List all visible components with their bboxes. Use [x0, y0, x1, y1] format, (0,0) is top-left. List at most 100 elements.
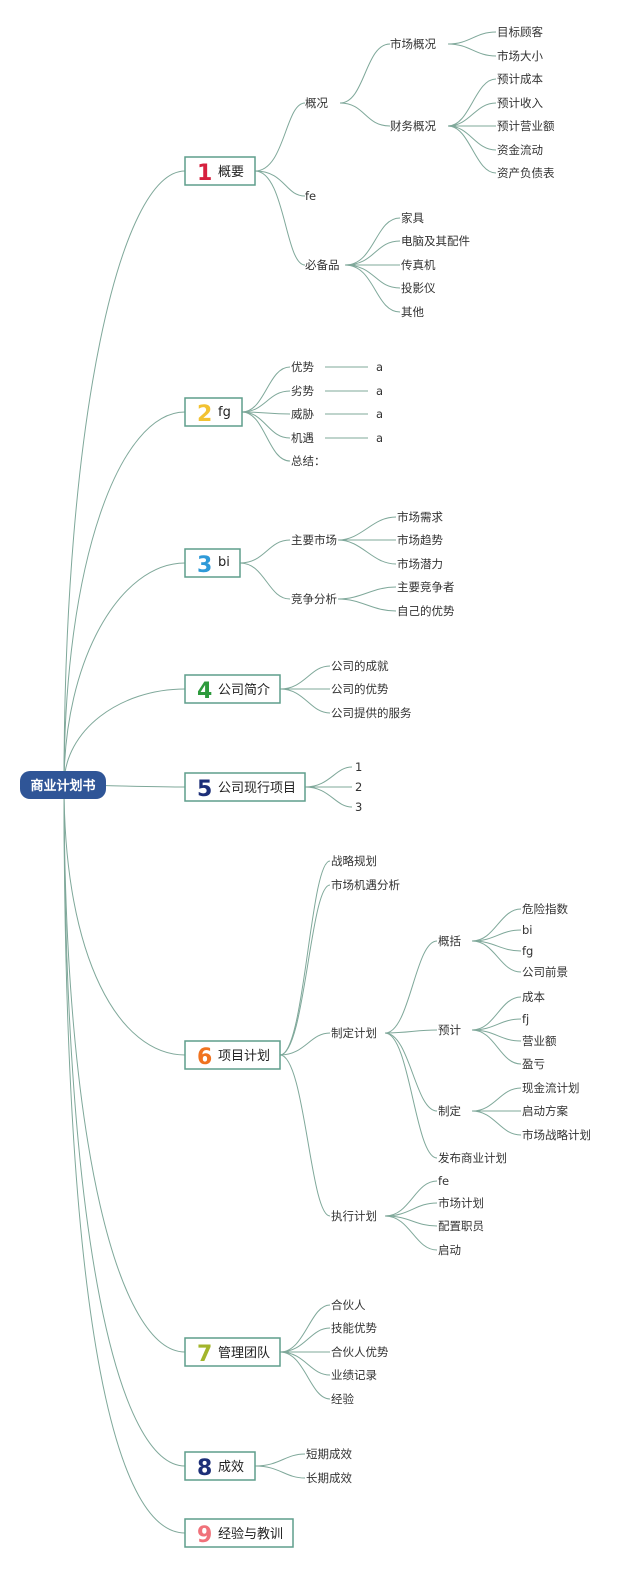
- branch-node-5[interactable]: 5 公司现行项目: [184, 772, 306, 802]
- leaf-track-record[interactable]: 业绩记录: [331, 1368, 377, 1382]
- leaf-estimated-turnover[interactable]: 预计营业额: [497, 119, 555, 133]
- branch-number-6: 6: [197, 1045, 212, 1070]
- node-summary[interactable]: 概括: [438, 934, 461, 948]
- leaf-long-term[interactable]: 长期成效: [306, 1471, 352, 1485]
- leaf-item-3[interactable]: 3: [355, 800, 362, 814]
- branch-node-6[interactable]: 6 项目计划: [184, 1040, 281, 1070]
- leaf-furniture[interactable]: 家具: [401, 211, 424, 225]
- leaf-fe[interactable]: fe: [438, 1174, 449, 1188]
- leaf-other[interactable]: 其他: [401, 305, 424, 319]
- leaf-bi[interactable]: bi: [522, 923, 533, 937]
- leaf-strategy[interactable]: 战略规划: [331, 854, 377, 868]
- leaf-value-a[interactable]: a: [376, 360, 383, 374]
- branch-number-4: 4: [197, 679, 212, 704]
- branch-node-7[interactable]: 7 管理团队: [184, 1337, 281, 1367]
- branch-node-2[interactable]: 2 fg: [184, 397, 243, 427]
- leaf-company-achievement[interactable]: 公司的成就: [331, 659, 389, 673]
- branch-node-4[interactable]: 4 公司简介: [184, 674, 281, 704]
- leaf-market-potential[interactable]: 市场潜力: [397, 557, 443, 571]
- branch-number-9: 9: [197, 1523, 212, 1548]
- leaf-fg[interactable]: fg: [522, 944, 533, 958]
- leaf-launch[interactable]: 启动: [438, 1243, 461, 1257]
- leaf-projector[interactable]: 投影仪: [401, 281, 436, 295]
- leaf-value-a[interactable]: a: [376, 407, 383, 421]
- leaf-company-prospect[interactable]: 公司前景: [522, 965, 568, 979]
- branch-label-2: fg: [218, 405, 231, 420]
- leaf-risk-index[interactable]: 危险指数: [522, 902, 568, 916]
- leaf-summary[interactable]: 总结：: [291, 454, 326, 468]
- leaf-item-1[interactable]: 1: [355, 760, 362, 774]
- leaf-target-customer[interactable]: 目标顾客: [497, 25, 543, 39]
- leaf-partner-advantage[interactable]: 合伙人优势: [331, 1345, 389, 1359]
- leaf-company-advantage[interactable]: 公司的优势: [331, 682, 389, 696]
- branch-node-9[interactable]: 9 经验与教训: [184, 1518, 294, 1548]
- leaf-company-services[interactable]: 公司提供的服务: [331, 706, 412, 720]
- node-finance-overview[interactable]: 财务概况: [390, 119, 436, 133]
- leaf-publish-plan[interactable]: 发布商业计划: [438, 1151, 507, 1165]
- leaf-estimated-cost[interactable]: 预计成本: [497, 72, 543, 86]
- leaf-market-demand[interactable]: 市场需求: [397, 510, 443, 524]
- branch-number-3: 3: [197, 553, 212, 578]
- branch-label-9: 经验与教训: [218, 1526, 283, 1542]
- leaf-value-a[interactable]: a: [376, 384, 383, 398]
- leaf-estimated-income[interactable]: 预计收入: [497, 96, 543, 110]
- leaf-skill-advantage[interactable]: 技能优势: [331, 1321, 377, 1335]
- branch-number-5: 5: [197, 777, 212, 802]
- branch-number-2: 2: [197, 402, 212, 427]
- branch-label-3: bi: [218, 555, 230, 570]
- node-market-overview[interactable]: 市场概况: [390, 37, 436, 51]
- node-main-market[interactable]: 主要市场: [291, 533, 337, 547]
- leaf-staffing[interactable]: 配置职员: [438, 1219, 484, 1233]
- leaf-market-trend[interactable]: 市场趋势: [397, 533, 443, 547]
- node-make-plan[interactable]: 制定计划: [331, 1026, 377, 1040]
- branch-number-8: 8: [197, 1456, 212, 1481]
- node-overview[interactable]: 概况: [305, 96, 328, 110]
- node-essentials[interactable]: 必备品: [305, 258, 340, 272]
- leaf-main-competitor[interactable]: 主要竞争者: [397, 580, 455, 594]
- leaf-cash-flow-plan[interactable]: 现金流计划: [522, 1081, 580, 1095]
- leaf-partner[interactable]: 合伙人: [331, 1298, 366, 1312]
- leaf-strength[interactable]: 优势: [291, 360, 314, 374]
- leaf-profit-loss[interactable]: 盈亏: [522, 1057, 545, 1071]
- leaf-turnover[interactable]: 营业额: [522, 1034, 557, 1048]
- leaf-computer[interactable]: 电脑及其配件: [401, 234, 470, 248]
- branch-label-1: 概要: [218, 165, 244, 180]
- leaf-market-opportunity[interactable]: 市场机遇分析: [331, 878, 400, 892]
- root-label: 商业计划书: [30, 778, 95, 794]
- leaf-cost[interactable]: 成本: [522, 990, 545, 1004]
- leaf-launch-plan[interactable]: 启动方案: [522, 1104, 568, 1118]
- leaf-fj[interactable]: fj: [522, 1012, 529, 1026]
- node-fe[interactable]: fe: [305, 189, 316, 203]
- branch-number-7: 7: [197, 1342, 212, 1367]
- branch-node-1[interactable]: 1 概要: [184, 156, 256, 186]
- leaf-fax[interactable]: 传真机: [401, 258, 436, 272]
- branch-number-1: 1: [197, 161, 212, 186]
- node-budget[interactable]: 预计: [438, 1023, 461, 1037]
- branch-label-8: 成效: [218, 1460, 244, 1475]
- leaf-market-size[interactable]: 市场大小: [497, 49, 543, 63]
- leaf-experience[interactable]: 经验: [331, 1392, 354, 1406]
- leaf-market-strategy[interactable]: 市场战略计划: [522, 1128, 591, 1142]
- branch-label-5: 公司现行项目: [218, 781, 296, 796]
- leaf-own-advantage[interactable]: 自己的优势: [397, 604, 455, 618]
- branch-label-4: 公司简介: [218, 682, 270, 698]
- leaf-weakness[interactable]: 劣势: [291, 384, 314, 398]
- leaf-value-a[interactable]: a: [376, 431, 383, 445]
- connector-lines: [63, 31, 522, 1534]
- leaf-item-2[interactable]: 2: [355, 780, 362, 794]
- leaf-threat[interactable]: 威胁: [291, 407, 314, 421]
- leaf-balance-sheet[interactable]: 资产负债表: [497, 166, 555, 180]
- leaf-short-term[interactable]: 短期成效: [306, 1447, 352, 1461]
- branch-label-7: 管理团队: [218, 1346, 270, 1361]
- branch-label-6: 项目计划: [218, 1049, 270, 1064]
- branch-node-8[interactable]: 8 成效: [184, 1451, 256, 1481]
- branch-node-3[interactable]: 3 bi: [184, 548, 241, 578]
- node-make[interactable]: 制定: [438, 1104, 461, 1118]
- leaf-cash-flow[interactable]: 资金流动: [497, 143, 543, 157]
- leaf-opportunity[interactable]: 机遇: [291, 431, 314, 445]
- node-competition[interactable]: 竞争分析: [291, 592, 337, 606]
- node-execute-plan[interactable]: 执行计划: [331, 1209, 377, 1223]
- leaf-market-plan[interactable]: 市场计划: [438, 1196, 484, 1210]
- root-node[interactable]: 商业计划书: [20, 771, 106, 799]
